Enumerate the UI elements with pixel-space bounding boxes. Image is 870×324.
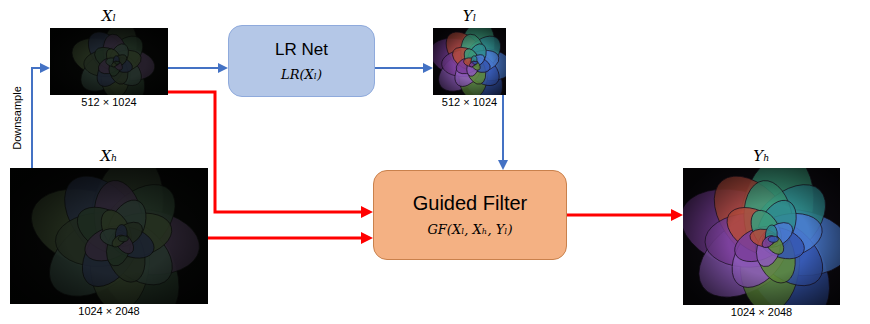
image-ground [433,28,506,95]
rose-petals [433,28,506,95]
image-label: Yₕ [753,147,769,168]
image-vignette [683,168,840,305]
connector-arrow [168,67,218,69]
image-vignette [433,28,506,95]
box-title: LR Net [275,39,328,60]
box-formula: LR(Xₗ) [281,67,322,83]
image-node: Yₗ512 × 1024 [433,28,506,95]
image-node: Yₕ1024 × 2048 [683,168,840,305]
rose-petals [683,168,840,305]
connector-arrow [502,95,504,160]
rose-image [683,168,840,305]
image-ground [683,168,840,305]
rose-image [50,28,168,95]
box-title: Guided Filter [413,191,528,216]
box-formula: GF(Xₗ, Xₕ, Yₗ) [427,222,512,238]
edge-label: Downsample [11,84,24,152]
image-label: Xₕ [100,147,117,168]
size-caption: 512 × 1024 [81,95,136,110]
connector-arrow [567,214,671,217]
image-ground [10,168,208,304]
image-label: Yₗ [463,7,477,28]
image-node: Xₗ512 × 1024 [50,28,168,95]
process-box: Guided FilterGF(Xₗ, Xₕ, Yₗ) [373,170,567,260]
image-ground [50,28,168,95]
image-vignette [50,28,168,95]
connector-arrow [32,68,40,168]
rose-image [433,28,506,95]
size-caption: 512 × 1024 [442,95,497,110]
image-label: Xₗ [102,7,116,28]
size-caption: 1024 × 2048 [731,305,792,320]
size-caption: 1024 × 2048 [78,304,139,319]
connector-arrow [375,67,423,69]
connector-arrow [208,237,361,240]
rose-image [10,168,208,304]
process-box: LR NetLR(Xₗ) [228,25,375,97]
image-vignette [10,168,208,304]
image-node: Xₕ1024 × 2048 [10,168,208,304]
